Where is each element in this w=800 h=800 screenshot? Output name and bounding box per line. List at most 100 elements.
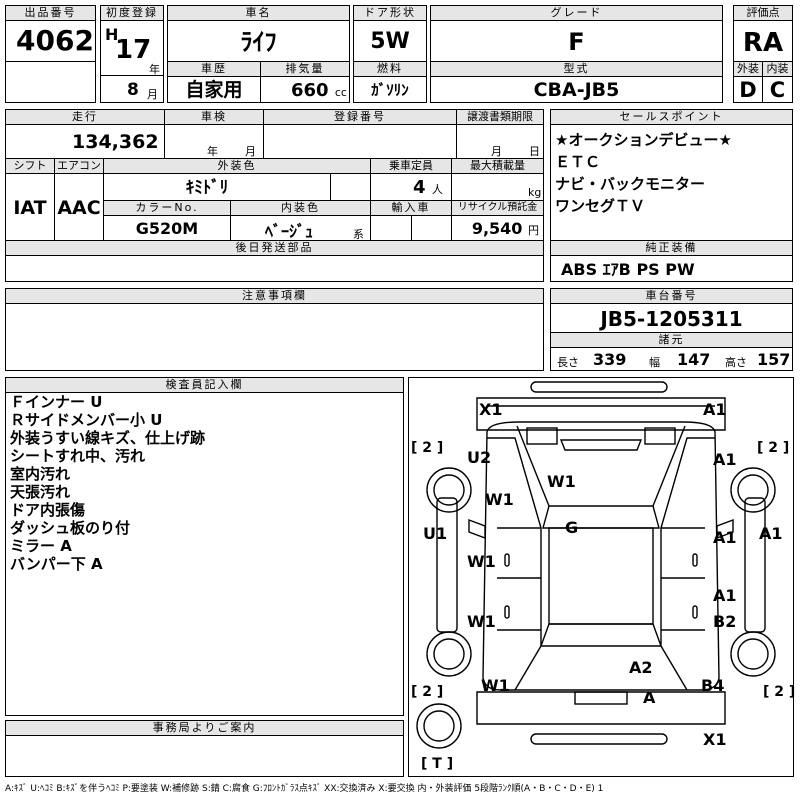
inspection-label: 車検 <box>164 109 264 125</box>
model: CBA-JB5 <box>430 76 723 103</box>
capacity-unit: 人 <box>431 183 443 196</box>
door-label: ドア形状 <box>353 5 427 21</box>
note-line: Ｆインナー U <box>10 393 103 411</box>
damage-tag: W1 <box>467 552 496 571</box>
month-unit: 月 <box>147 88 158 101</box>
color-no: G520M <box>103 215 231 241</box>
chassis-label: 車台番号 <box>550 288 793 304</box>
ac-label: エアコン <box>54 158 104 174</box>
color-no-label: カラーNo. <box>103 200 231 216</box>
reg-month: 8 <box>127 80 139 100</box>
damage-tag: B2 <box>713 612 737 631</box>
chassis-number: JB5-1205311 <box>550 303 793 333</box>
sales-item: ナビ・バックモニター <box>555 175 706 193</box>
interior-label: 内装 <box>762 61 793 77</box>
lot-no-label: 出品番号 <box>5 5 96 21</box>
lot-no: 4062 <box>5 20 96 62</box>
ac: AAC <box>54 173 104 241</box>
damage-tag: B4 <box>701 676 725 695</box>
exterior-label: 外装 <box>733 61 763 77</box>
car-diagram: X1 A1 [ 2 ] [ 2 ] U2 A1 W1 W1 G U1 A1 W1… <box>408 377 796 777</box>
capacity-cell: 4 人 <box>370 173 452 201</box>
sales-item: ★オークションデビュー★ <box>555 131 732 149</box>
tire-tag: [ 2 ] <box>411 684 444 700</box>
damage-tag: W1 <box>547 472 576 491</box>
car-name: ﾗｲﾌ <box>167 20 350 62</box>
mileage-cell: 134,362 km <box>5 124 165 159</box>
interior-color-label: 内装色 <box>230 200 371 216</box>
dims-label: 諸元 <box>550 332 793 348</box>
import-label: 輸入車 <box>370 200 452 216</box>
transfer-label: 譲渡書類期限 <box>456 109 544 125</box>
recycle-label: リサイクル預託金 <box>451 200 544 216</box>
recycle: 9,540 <box>471 219 523 238</box>
note-line: ドア内張傷 <box>10 501 86 519</box>
transfer-month-unit: 月 <box>491 145 502 158</box>
damage-tag: G <box>565 518 579 537</box>
note-line: バンパー下 A <box>10 555 103 573</box>
grade-label: グレード <box>430 5 723 21</box>
reg-no <box>263 124 457 159</box>
sales-points: ★オークションデビュー★ ＥＴＣ ナビ・バックモニター ワンセグＴＶ <box>550 124 793 241</box>
damage-tag: W1 <box>481 676 510 695</box>
transfer-cell: 月 日 <box>456 124 544 159</box>
lot-blank <box>5 61 96 103</box>
note-line: 室内汚れ <box>10 465 71 483</box>
first-reg-label: 初度登録 <box>100 5 164 21</box>
color-label: 外装色 <box>103 158 371 174</box>
inspection-year-unit: 年 <box>207 145 218 158</box>
note-line: ダッシュ板のり付 <box>10 519 131 537</box>
length-label: 長さ <box>557 356 579 369</box>
note-line: ミラー A <box>10 537 72 555</box>
inspector-notes: Ｆインナー U Ｒサイドメンバー小 U 外装うすい線キズ、仕上げ跡 シートすれ中… <box>5 392 404 716</box>
inspector-label: 検査員記入欄 <box>5 377 404 393</box>
max-load-label: 最大積載量 <box>451 158 544 174</box>
width: 147 <box>677 350 711 369</box>
inspection-cell: 年 月 <box>164 124 264 159</box>
damage-tag: A1 <box>759 524 783 543</box>
tire-tag: [ 2 ] <box>763 684 796 700</box>
score-label: 評価点 <box>733 5 793 21</box>
damage-tag: X1 <box>703 730 727 749</box>
interior-color: ﾍﾞｰｼﾞｭ <box>265 222 314 241</box>
damage-tag: W1 <box>467 612 496 631</box>
displacement-label: 排気量 <box>260 61 350 77</box>
sales-item: ワンセグＴＶ <box>555 197 646 215</box>
interior-color-suffix: 系 <box>353 228 364 241</box>
sales-item: ＥＴＣ <box>555 153 601 171</box>
mileage-label: 走行 <box>5 109 165 125</box>
tire-tag: [ 2 ] <box>411 440 444 456</box>
era: H <box>105 25 119 44</box>
exterior-grade: D <box>733 76 763 103</box>
max-load-cell: kg <box>451 173 544 201</box>
damage-tag: A1 <box>703 400 727 419</box>
note-line: 天張汚れ <box>10 483 71 501</box>
fuel: ｶﾞｿﾘﾝ <box>353 76 427 103</box>
car-name-label: 車名 <box>167 5 350 21</box>
first-reg-year-cell: H 17 年 <box>100 20 164 76</box>
shift-label: シフト <box>5 158 55 174</box>
damage-tag: A1 <box>713 586 737 605</box>
interior-grade: C <box>762 76 793 103</box>
transfer-day-unit: 日 <box>529 145 540 158</box>
genuine-label: 純正装備 <box>550 240 793 256</box>
year-unit: 年 <box>149 63 160 76</box>
later-parts-label: 後日発送部品 <box>5 240 544 256</box>
length: 339 <box>593 350 627 369</box>
fuel-label: 燃料 <box>353 61 427 77</box>
sales-label: セールスポイント <box>550 109 793 125</box>
max-load-unit: kg <box>528 186 542 199</box>
displacement: 660 <box>291 80 329 101</box>
office-label: 事務局よりご案内 <box>5 720 404 736</box>
history-label: 車歴 <box>167 61 261 77</box>
inspection-month-unit: 月 <box>245 145 256 158</box>
damage-tag: A <box>643 688 656 707</box>
height-label: 高さ <box>725 356 747 369</box>
damage-tag: U2 <box>467 448 492 467</box>
displacement-cell: 660 cc <box>260 76 350 103</box>
damage-tag: A1 <box>713 450 737 469</box>
interior-color-cell: ﾍﾞｰｼﾞｭ 系 <box>230 215 371 241</box>
tire-tag: [ 2 ] <box>757 440 790 456</box>
note-line: Ｒサイドメンバー小 U <box>10 411 163 429</box>
door: 5W <box>353 20 427 62</box>
